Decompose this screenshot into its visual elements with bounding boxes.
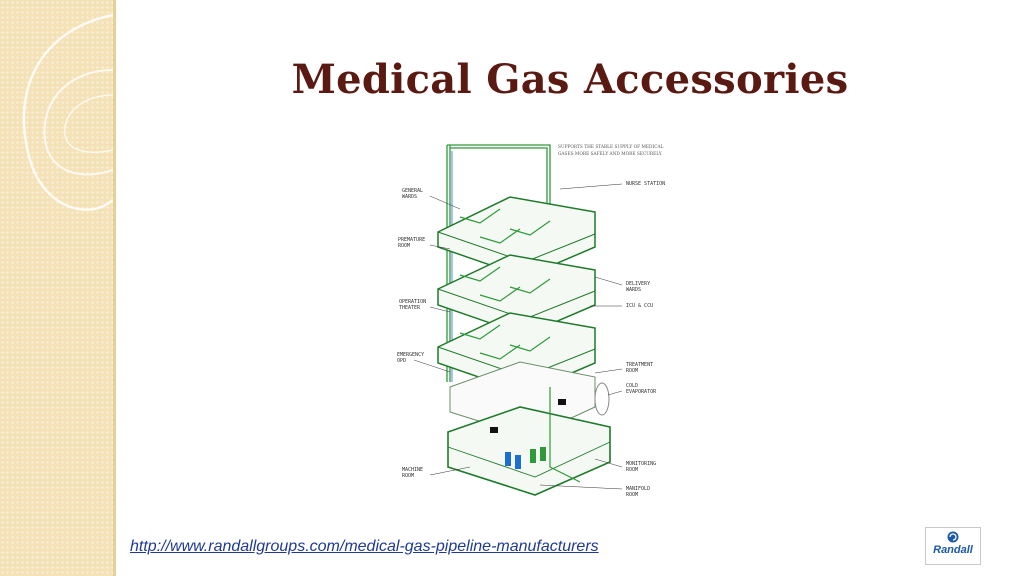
randall-logo: Randall <box>925 527 981 565</box>
swirl-decoration <box>22 13 113 211</box>
diagram-label: ROOM <box>626 492 638 498</box>
diagram-label: TREATMENT <box>626 362 653 368</box>
diagram-label: ROOM <box>402 473 414 479</box>
hospital-gas-pipeline-diagram: SUPPORTS THE STABLE SUPPLY OF MEDICAL GA… <box>390 137 678 503</box>
diagram-label: DELIVERY <box>626 281 650 287</box>
diagram-label: WARDS <box>626 287 641 293</box>
pipeline-illustration: SUPPORTS THE STABLE SUPPLY OF MEDICAL GA… <box>397 144 665 498</box>
diagram-label: GENERAL <box>402 188 423 194</box>
diagram-label: ROOM <box>626 467 638 473</box>
diagram-caption-line: SUPPORTS THE STABLE SUPPLY OF MEDICAL <box>558 145 664 150</box>
diagram-label: COLD <box>626 383 638 389</box>
slide-title: Medical Gas Accessories <box>291 56 849 103</box>
diagram-label: WARDS <box>402 194 417 200</box>
diagram-caption-line: GASES MORE SAFELY AND MORE SECURELY. <box>558 152 662 157</box>
diagram-label: MONITORING <box>626 461 656 467</box>
diagram-label: THEATER <box>399 305 421 311</box>
diagram-label: MACHINE <box>402 467 423 473</box>
source-link[interactable]: http://www.randallgroups.com/medical-gas… <box>130 538 599 555</box>
decorative-side-panel <box>0 0 113 576</box>
diagram-label: NURSE STATION <box>626 181 665 187</box>
logo-emblem-icon <box>947 531 959 543</box>
diagram-label: ICU & CCU <box>626 303 653 309</box>
diagram-label: PREMATURE <box>398 237 425 243</box>
diagram-label: EMERGENCY <box>397 352 424 358</box>
diagram-label: EVAPORATOR <box>626 389 657 395</box>
side-panel-edge <box>113 0 116 576</box>
logo-wordmark: Randall <box>933 544 973 556</box>
diagram-label: ROOM <box>398 243 410 249</box>
diagram-label: MANIFOLD <box>626 486 650 492</box>
basement-level <box>447 406 611 496</box>
floor-level <box>437 196 596 278</box>
diagram-label: ROOM <box>626 368 638 374</box>
diagram-label: OPERATION <box>399 299 426 305</box>
diagram-label: OPD <box>397 358 406 364</box>
